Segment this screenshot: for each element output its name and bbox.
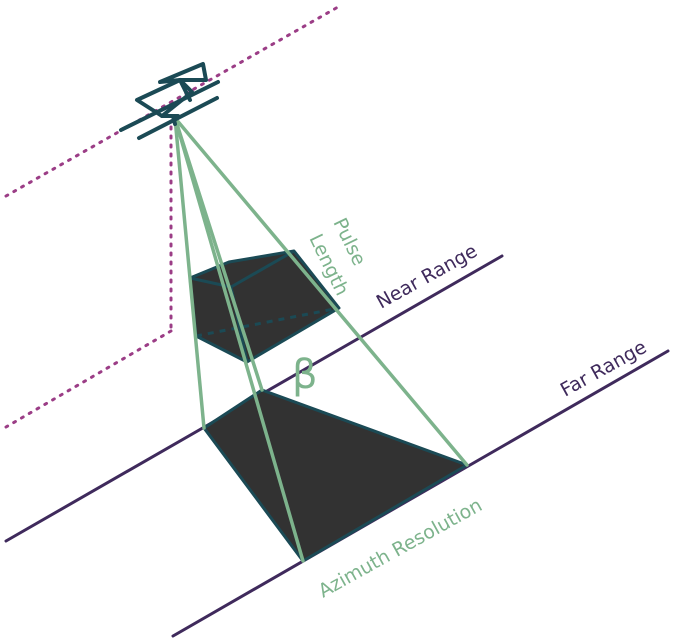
- pulse-box-hidden-edge: [195, 306, 340, 338]
- beta-angle-label: β: [292, 352, 318, 398]
- radar-beam: [173, 116, 469, 563]
- beam-edge-4: [173, 116, 469, 467]
- flight-path: [4, 5, 340, 429]
- pulse-volume-box: [188, 249, 341, 364]
- beam-edge-3: [173, 116, 264, 392]
- flight-path-lower: [4, 329, 173, 429]
- beam-edge-2: [173, 116, 305, 563]
- satellite-icon: [119, 62, 220, 140]
- beam-edge-1: [173, 116, 206, 430]
- pulse-box-top-edge-2: [230, 249, 295, 289]
- flight-path-upper: [4, 5, 340, 198]
